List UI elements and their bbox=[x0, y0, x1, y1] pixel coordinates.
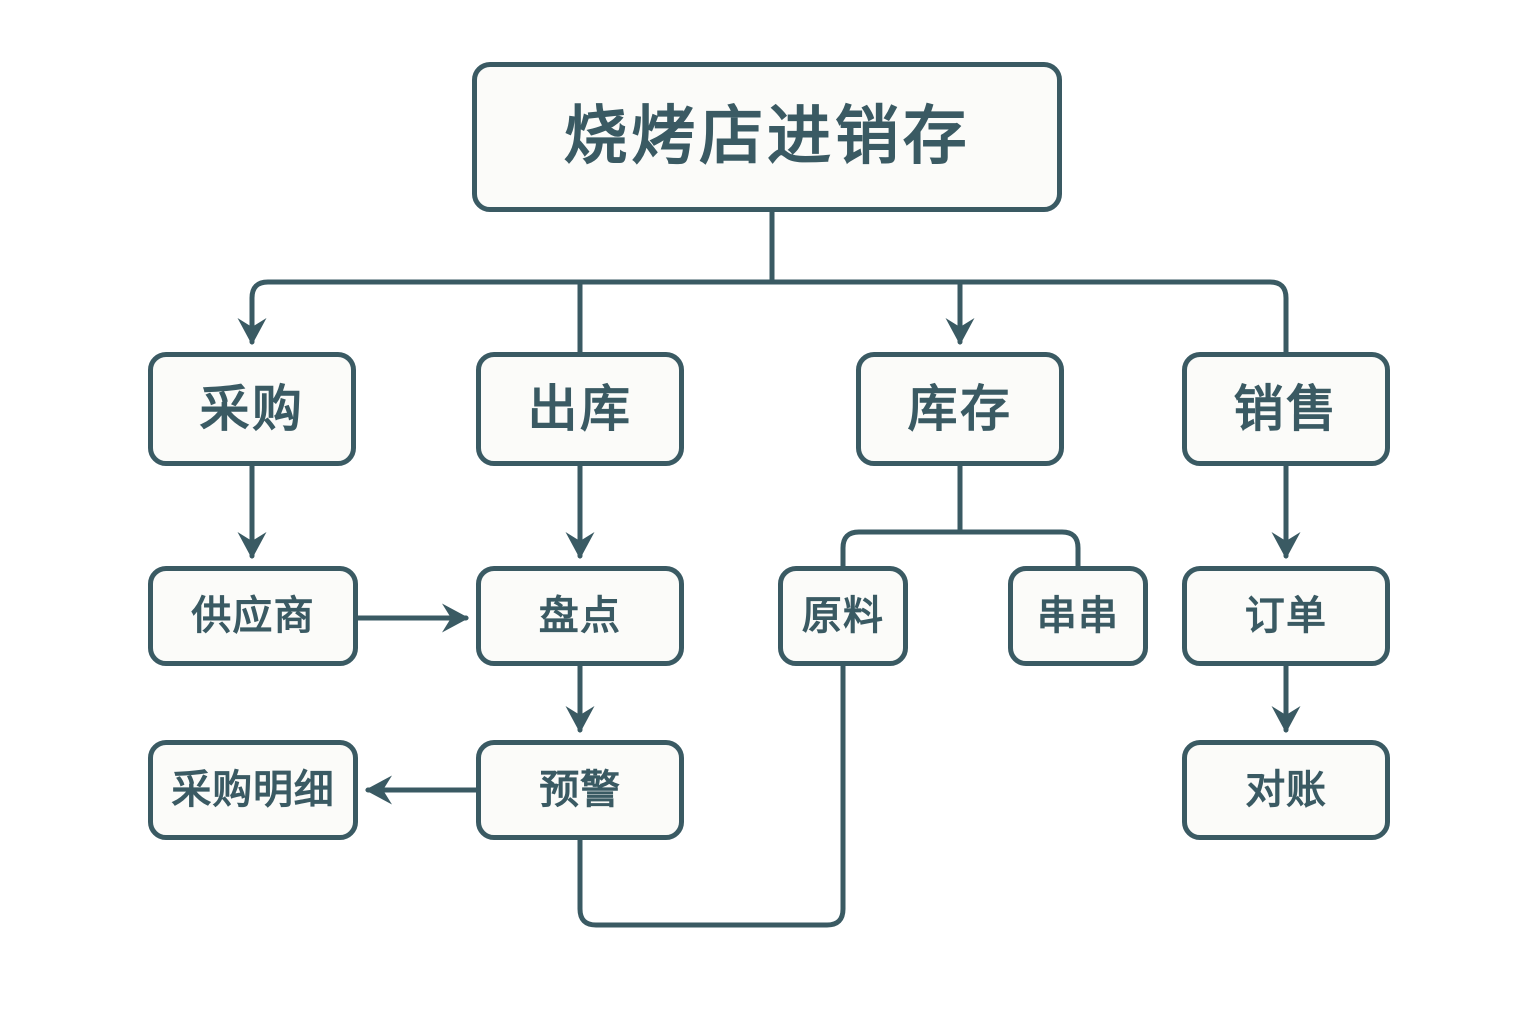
node-skewer-label: 串串 bbox=[1036, 593, 1120, 639]
node-reconciliation[interactable]: 对账 bbox=[1182, 740, 1390, 840]
node-alert-label: 预警 bbox=[539, 767, 621, 813]
node-root[interactable]: 烧烤店进销存 bbox=[472, 62, 1062, 212]
node-purchase[interactable]: 采购 bbox=[148, 352, 356, 466]
node-outbound[interactable]: 出库 bbox=[476, 352, 684, 466]
node-sales-label: 销售 bbox=[1233, 380, 1339, 438]
node-supplier[interactable]: 供应商 bbox=[148, 566, 358, 666]
node-material[interactable]: 原料 bbox=[778, 566, 908, 666]
edge-root-sales bbox=[769, 279, 1289, 355]
node-count[interactable]: 盘点 bbox=[476, 566, 684, 666]
node-stock-label: 库存 bbox=[907, 380, 1013, 438]
node-reconciliation-label: 对账 bbox=[1245, 767, 1327, 813]
node-stock[interactable]: 库存 bbox=[856, 352, 1064, 466]
node-purchase-label: 采购 bbox=[199, 380, 305, 438]
node-purchase-detail[interactable]: 采购明细 bbox=[148, 740, 358, 840]
node-order-label: 订单 bbox=[1244, 593, 1328, 639]
node-skewer[interactable]: 串串 bbox=[1008, 566, 1148, 666]
node-root-label: 烧烤店进销存 bbox=[563, 100, 971, 174]
node-outbound-label: 出库 bbox=[527, 380, 633, 438]
node-material-label: 原料 bbox=[801, 593, 885, 639]
node-order[interactable]: 订单 bbox=[1182, 566, 1390, 666]
node-alert[interactable]: 预警 bbox=[476, 740, 684, 840]
node-count-label: 盘点 bbox=[538, 593, 622, 639]
node-purchase-detail-label: 采购明细 bbox=[171, 767, 335, 813]
edge-root-purchase bbox=[237, 279, 775, 345]
node-sales[interactable]: 销售 bbox=[1182, 352, 1390, 466]
node-supplier-label: 供应商 bbox=[191, 593, 315, 639]
edge-stock-material bbox=[840, 529, 963, 569]
edge-stock-skewer bbox=[957, 529, 1081, 569]
